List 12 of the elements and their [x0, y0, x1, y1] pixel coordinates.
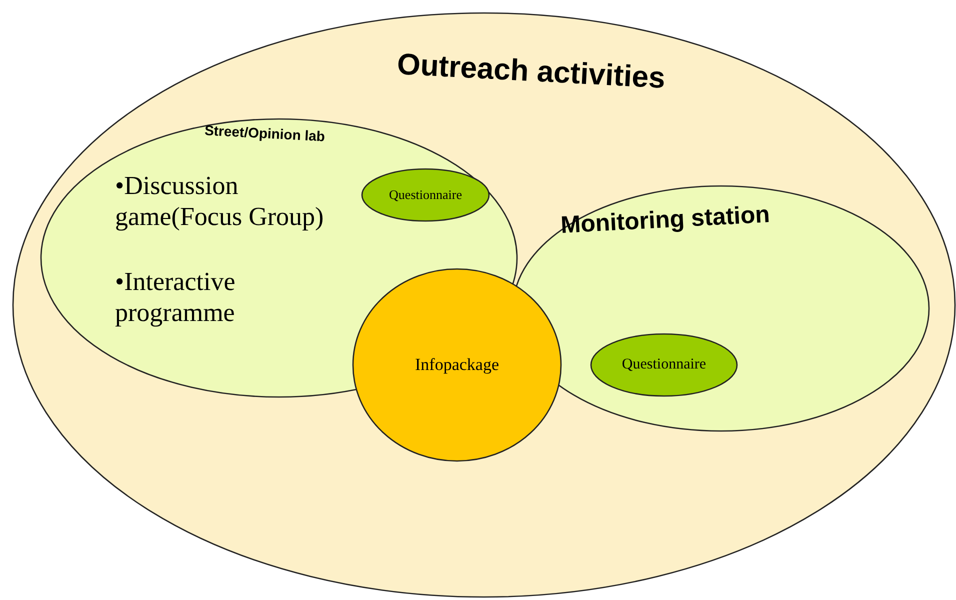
circle-label: Infopackage [415, 355, 499, 375]
group-heading: Monitoring station [560, 201, 770, 240]
group-heading: Outreach activities [396, 48, 666, 96]
ellipse [12, 12, 956, 598]
circle [352, 268, 562, 462]
ellipse [361, 168, 490, 222]
ellipse-label: Questionnaire [389, 187, 462, 203]
ellipse [590, 333, 738, 397]
bullet-text: •Interactive programme [115, 266, 236, 328]
group-heading: Street/Opinion lab [204, 122, 326, 144]
ellipse-label: Questionnaire [622, 356, 706, 374]
bullet-text: •Discussion game(Focus Group) [115, 170, 325, 232]
